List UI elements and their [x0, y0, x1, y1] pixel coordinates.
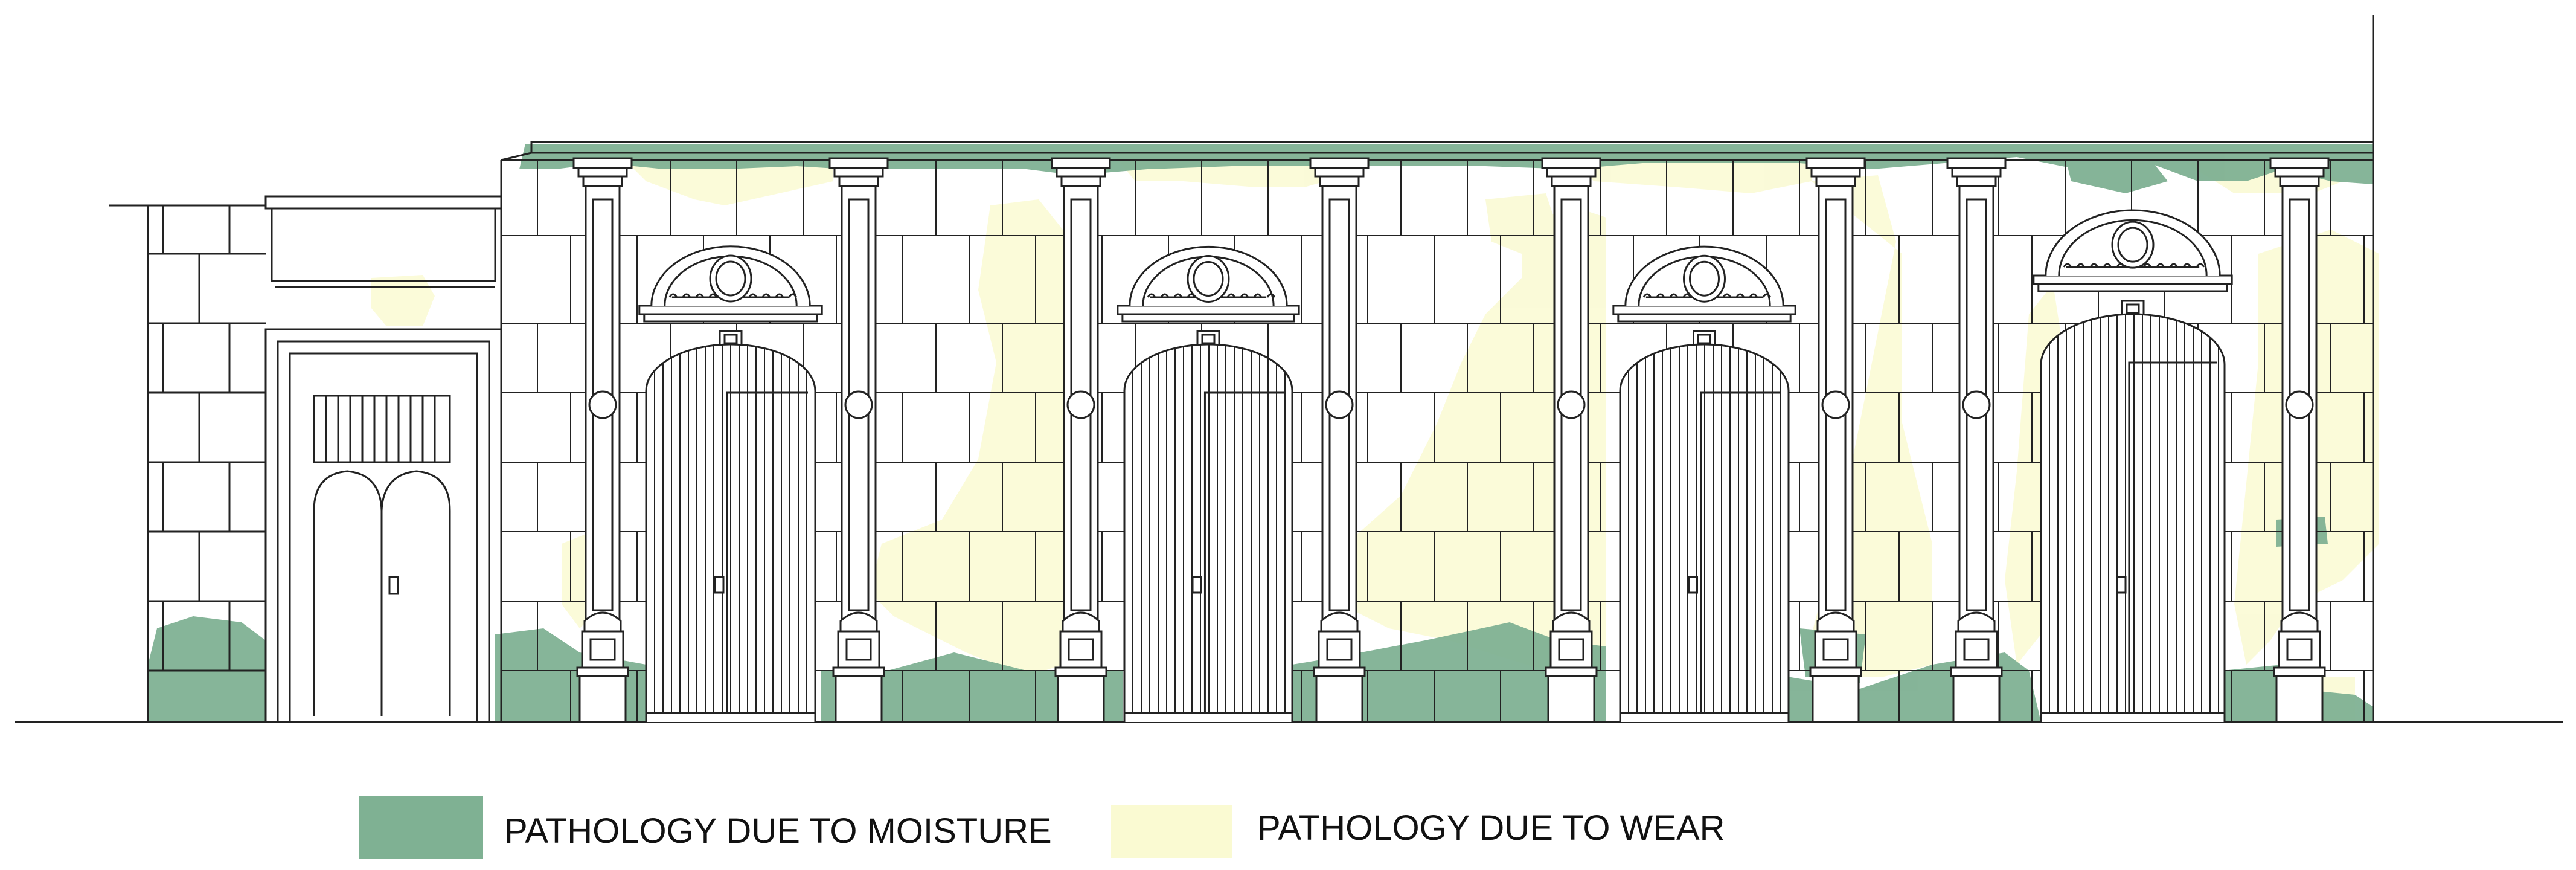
- pilaster: [828, 157, 889, 723]
- pilaster: [1309, 157, 1370, 723]
- pilasters: [572, 157, 2330, 723]
- pilaster: [572, 157, 633, 723]
- pilaster: [1946, 157, 2007, 723]
- arched-doors: [638, 209, 2233, 722]
- moisture-area: [148, 616, 266, 722]
- arched-door: [1117, 245, 1300, 722]
- legend-label-wear: PATHOLOGY DUE TO WEAR: [1257, 808, 1725, 848]
- main-wall: [500, 141, 2374, 722]
- pilaster: [1805, 157, 1866, 723]
- facade-linework: [15, 15, 2563, 723]
- legend-label-moisture: PATHOLOGY DUE TO MOISTURE: [504, 811, 1052, 851]
- pilaster: [1051, 157, 1111, 723]
- legend-swatch-moisture: [359, 796, 483, 859]
- pilaster: [2269, 157, 2330, 723]
- moisture-area: [519, 144, 2373, 184]
- pilaster: [1541, 157, 1601, 723]
- legend-swatch-wear: [1111, 805, 1232, 858]
- moisture-area: [821, 652, 1123, 722]
- legend: PATHOLOGY DUE TO MOISTURE PATHOLOGY DUE …: [359, 796, 1725, 859]
- moisture-area: [2065, 157, 2168, 193]
- wear-area: [1485, 193, 1558, 254]
- arched-door: [638, 245, 823, 722]
- small-doorway: [264, 195, 502, 723]
- left-wall: [109, 204, 266, 722]
- arched-door: [1612, 245, 1796, 722]
- transom-bars: [325, 396, 436, 462]
- wear-area: [1341, 205, 1606, 671]
- arched-door: [2033, 209, 2233, 722]
- wear-area: [371, 275, 435, 326]
- moisture-area: [1292, 622, 1606, 722]
- wear-area: [870, 199, 1063, 677]
